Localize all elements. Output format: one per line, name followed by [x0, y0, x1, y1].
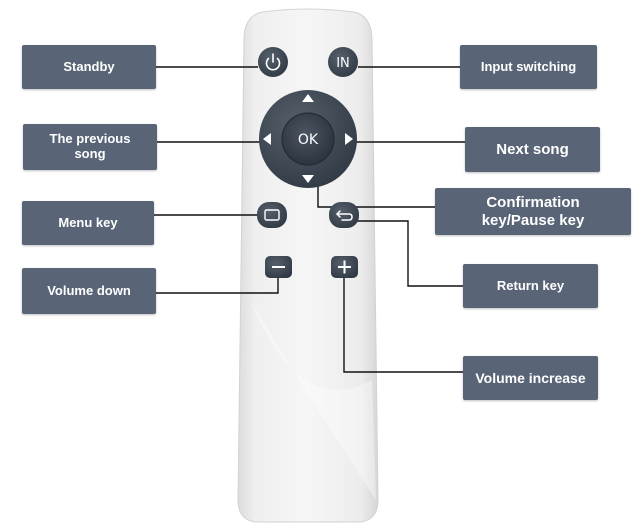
label-previous-song: The previous song — [23, 124, 157, 170]
ok-button[interactable]: OK — [281, 112, 335, 166]
label-next-song: Next song — [465, 127, 600, 172]
arrow-down-icon[interactable] — [302, 175, 314, 183]
input-button-label: IN — [336, 56, 350, 71]
menu-button[interactable] — [257, 202, 287, 228]
menu-icon — [264, 209, 280, 221]
label-menu-key: Menu key — [22, 201, 154, 245]
label-confirmation-key: Confirmation key/Pause key — [435, 188, 631, 235]
volume-down-button[interactable] — [265, 256, 292, 278]
standby-button[interactable] — [258, 47, 288, 77]
leader-volume-up — [343, 274, 463, 373]
label-return-key: Return key — [463, 264, 598, 308]
input-button[interactable]: IN — [328, 47, 358, 77]
leader-return — [356, 220, 463, 287]
leader-lines — [154, 66, 465, 373]
label-volume-down: Volume down — [22, 268, 156, 314]
label-volume-increase: Volume increase — [463, 356, 598, 400]
volume-up-button[interactable] — [331, 256, 358, 278]
label-input-switching: Input switching — [460, 45, 597, 89]
label-standby: Standby — [22, 45, 156, 89]
remote-highlight — [250, 300, 376, 500]
return-arrow-icon — [335, 210, 353, 221]
ok-button-label: OK — [298, 132, 319, 148]
leader-volume-down — [156, 274, 279, 294]
arrow-left-icon[interactable] — [263, 133, 271, 145]
arrow-up-icon[interactable] — [302, 94, 314, 102]
return-button[interactable] — [329, 202, 359, 228]
arrow-right-icon[interactable] — [345, 133, 353, 145]
plus-icon — [338, 260, 351, 274]
power-icon — [265, 53, 281, 71]
